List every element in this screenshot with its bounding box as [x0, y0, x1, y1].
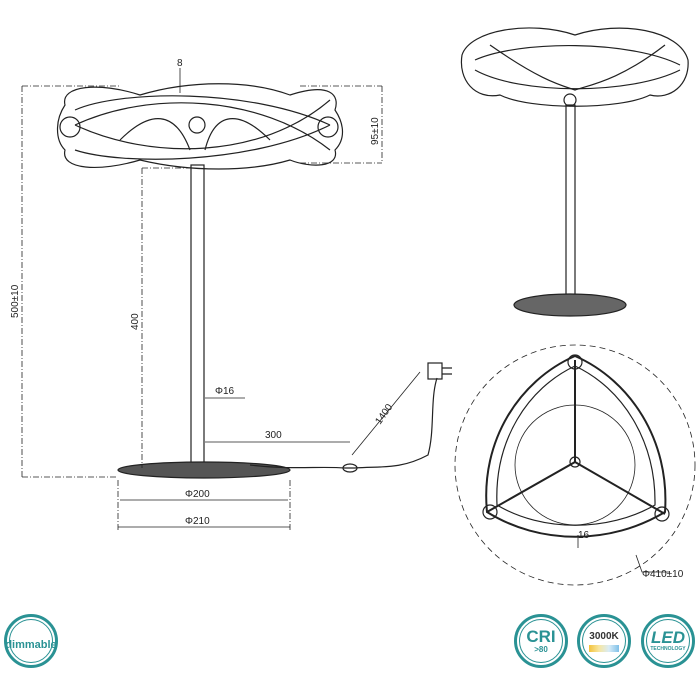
color-temperature-badge: 3000K: [577, 614, 631, 668]
dimmable-badge: dimmable: [4, 614, 58, 668]
perspective-view: [460, 27, 689, 317]
label-shade-diameter: Φ410±10: [642, 569, 684, 580]
led-text: LED: [651, 628, 685, 647]
label-base-inner: Φ200: [185, 489, 210, 500]
cri-text: CRI: [526, 626, 556, 646]
cable: [249, 377, 438, 469]
dimmable-text: dimmable: [5, 639, 57, 651]
label-leader: 8: [177, 58, 183, 69]
inline-switch: [342, 463, 358, 473]
base: [117, 461, 291, 479]
label-shade-height: 95±10: [370, 117, 381, 145]
color-temp-text: 3000K: [589, 630, 619, 642]
label-stem-diameter: Φ16: [215, 386, 235, 397]
led-subtext: TECHNOLOGY: [650, 646, 686, 652]
cri-value: >80: [534, 644, 548, 654]
cri-badge: CRI >80: [514, 614, 568, 668]
label-base-outer: Φ210: [185, 516, 210, 527]
stem: [190, 164, 205, 469]
label-stem-height: 400: [130, 313, 141, 330]
power-adapter: [427, 362, 443, 380]
top-view: 16 Φ410±10: [454, 344, 696, 586]
label-ring-width: 16: [578, 530, 590, 541]
label-cable-to-switch: 300: [265, 430, 282, 441]
color-scale-icon: [589, 644, 619, 652]
led-badge: LED TECHNOLOGY: [641, 614, 695, 668]
label-total-height: 500±10: [10, 284, 21, 318]
front-view: 8 500±10 95±10 400 Φ16 300 1400 Φ200 Φ21…: [10, 58, 452, 532]
dimension-lines: [21, 85, 383, 532]
shade-front: [56, 83, 344, 170]
